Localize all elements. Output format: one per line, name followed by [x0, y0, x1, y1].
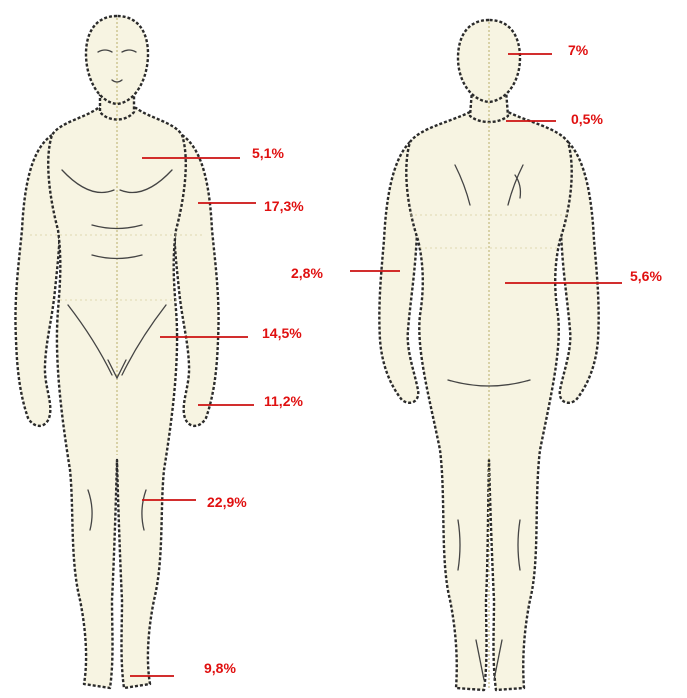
label-leg-percent: 22,9%	[207, 494, 247, 510]
label-hand-percent: 11,2%	[264, 393, 303, 409]
label-arm-percent: 17,3%	[264, 198, 304, 214]
front-figure	[15, 16, 218, 688]
back-head	[458, 20, 520, 102]
back-figure	[379, 20, 598, 690]
label-forearm-percent: 2,8%	[291, 265, 323, 281]
label-abdomen-percent: 14,5%	[262, 325, 302, 341]
label-chest-percent: 5,1%	[252, 145, 284, 161]
label-back-percent: 5,6%	[630, 268, 662, 284]
label-head-percent: 7%	[568, 42, 588, 58]
label-neck-percent: 0,5%	[571, 111, 603, 127]
label-foot-percent: 9,8%	[204, 660, 236, 676]
